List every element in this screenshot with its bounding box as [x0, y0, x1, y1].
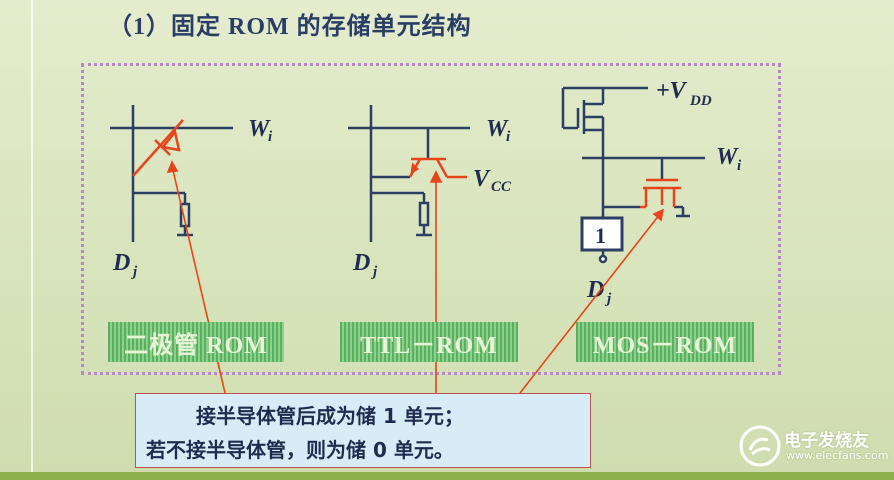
label-ttl-rom: TTL－ROM	[340, 322, 518, 362]
diode-rom-cell	[110, 105, 233, 242]
diode-word-sub: i	[268, 129, 273, 145]
ttl-supply-label: V	[473, 166, 491, 192]
diode-data-label: D	[112, 250, 130, 276]
mos-data-label: D	[586, 277, 604, 303]
arrow-to-mos	[519, 213, 661, 394]
slide-title: （1）固定 ROM 的存储单元结构	[108, 14, 472, 40]
ttl-word-sub: i	[506, 129, 511, 145]
transistor-icon	[408, 157, 467, 179]
ttl-word-label: W	[486, 116, 509, 142]
slide-bottom-bar	[0, 472, 894, 480]
mos-supply-sub: DD	[689, 93, 712, 109]
mos-transistor-icon	[640, 178, 681, 209]
mos-supply-label: +V	[656, 78, 688, 104]
ttl-data-sub: j	[371, 264, 378, 280]
diode-data-sub: j	[131, 264, 138, 280]
mos-rom-cell	[561, 86, 705, 264]
callout-line-1: 接半导体管后成为储 1 单元；	[196, 404, 464, 428]
label-diode-rom: 二极管 ROM	[108, 322, 284, 362]
ttl-supply-sub: CC	[491, 179, 512, 195]
callout-line-2: 若不接半导体管，则为储 0 单元。	[146, 438, 454, 462]
circuit-frame	[81, 63, 781, 375]
watermark-name: 电子发烧友	[784, 431, 869, 451]
diode-icon	[132, 119, 184, 177]
mos-word-sub: i	[737, 158, 742, 174]
ttl-data-label: D	[352, 250, 370, 276]
mos-word-label: W	[716, 144, 739, 170]
watermark-url: www.elecfans.com	[786, 449, 889, 462]
watermark-logo-icon	[739, 425, 781, 467]
mos-data-sub: j	[605, 291, 612, 307]
slide-left-rule	[31, 0, 33, 480]
label-mos-rom: MOS－ROM	[576, 322, 754, 362]
ttl-rom-cell	[348, 105, 470, 242]
callout-box: 接半导体管后成为储 1 单元； 若不接半导体管，则为储 0 单元。	[135, 393, 591, 468]
ttl-resistor	[418, 201, 430, 227]
watermark: 电子发烧友 www.elecfans.com	[738, 424, 888, 470]
buffer-label: 1	[595, 223, 606, 248]
diode-word-label: W	[248, 116, 271, 142]
buffer-bubble	[598, 254, 608, 264]
